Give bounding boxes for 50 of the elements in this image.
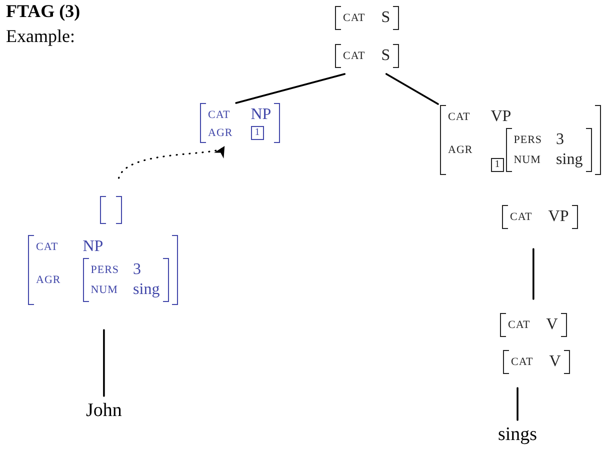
tree-branch [532,248,534,300]
tree-branch [103,329,105,397]
feature-value: sing [133,281,160,299]
feature-matrix [335,44,400,68]
word: sings [498,424,538,446]
feature-name: AGR [36,274,61,286]
feature-name: CAT [511,356,534,368]
feature-matrix [335,6,400,30]
feature-name: NUM [514,154,542,166]
feature-value: 3 [556,131,566,149]
feature-value: S [381,9,390,27]
feature-value: 3 [133,261,142,279]
note: Example: [6,26,75,47]
feature-name: NUM [90,284,119,296]
tree-branch [385,73,439,105]
feature-name: CAT [448,111,472,123]
feature-name: CAT [208,109,232,121]
tree-branch [235,73,346,104]
feature-matrix [200,103,280,143]
empty-bracket-pair [100,196,122,224]
feature-matrix [502,205,578,229]
feature-name: CAT [343,12,366,24]
feature-value: V [549,353,561,371]
feature-matrix [506,128,592,172]
feature-name: PERS [90,264,120,276]
feature-value: VP [548,208,569,226]
feature-value: sing [556,151,583,169]
word: John [86,400,122,422]
feature-name: AGR [208,127,233,139]
coindex-tag: 1 [490,158,504,172]
feature-value: NP [250,106,272,124]
feature-matrix [500,313,567,337]
feature-name: CAT [510,211,532,223]
feature-name: CAT [508,319,530,331]
dotted-arrow [118,146,225,179]
feature-matrix [82,258,169,302]
coindex-tag: 1 [250,126,264,140]
feature-name: AGR [448,144,473,156]
feature-matrix [28,235,178,305]
title: FTAG (3) [6,1,80,22]
feature-matrix [440,105,601,175]
feature-value: V [546,316,558,334]
feature-value: S [381,47,390,65]
feature-name: CAT [343,50,366,62]
feature-value: NP [82,238,104,256]
tree-branch [516,387,518,421]
feature-name: PERS [514,134,542,146]
feature-name: CAT [36,241,60,253]
feature-matrix [503,350,570,374]
feature-value: VP [490,108,512,126]
